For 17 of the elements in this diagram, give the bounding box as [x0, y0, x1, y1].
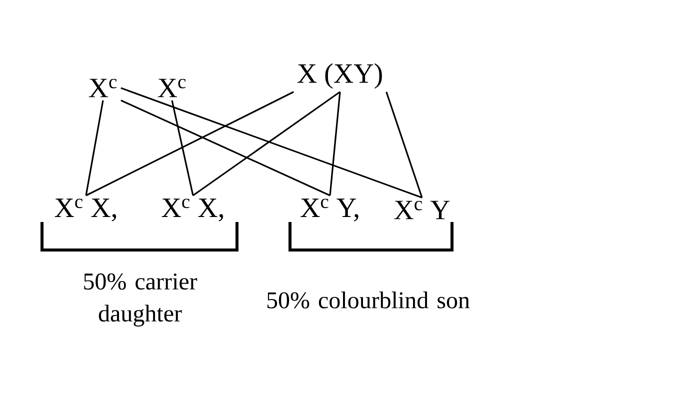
genotype-label: X$^{c}$ Y [394, 200, 450, 220]
genotype-label: X$^{c}$ [158, 78, 186, 98]
genotype-label: X (XY) [297, 63, 382, 89]
connector-line [86, 91, 294, 196]
genotype-label: X$^{c}$ Y, [300, 198, 358, 222]
connector-line [171, 100, 194, 196]
genotype-label: X$^{c}$ X, [54, 198, 116, 222]
caption-text: 50% colourblind son [267, 292, 470, 308]
connector-line [329, 92, 341, 196]
connector-line [192, 91, 340, 196]
connector-line [386, 92, 423, 198]
caption-text: 50% carrier daughter [84, 273, 198, 327]
genotype-label: X$^{c}$ [88, 78, 117, 98]
connector-line [120, 100, 330, 196]
connector-line [120, 87, 422, 198]
connector-line [85, 100, 104, 196]
genotype-label: X$^{c}$ X, [162, 198, 224, 222]
